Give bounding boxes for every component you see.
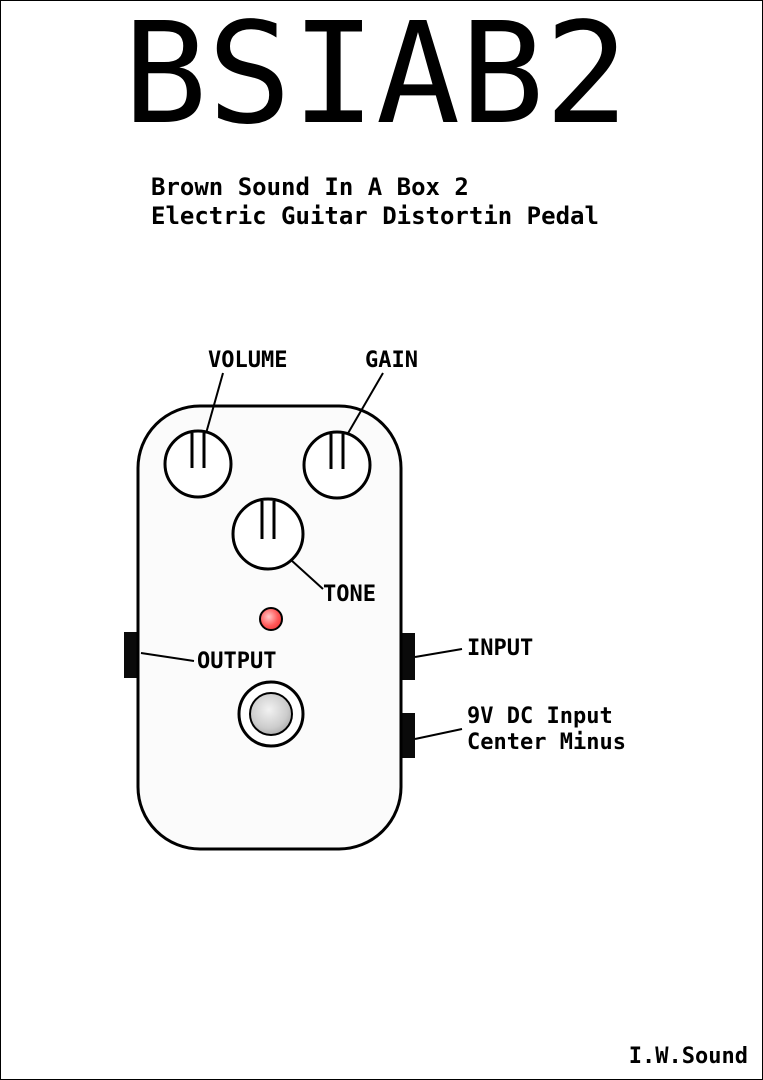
tone-knob [231, 497, 305, 571]
output-label: OUTPUT [197, 649, 276, 674]
subtitle-line-2: Electric Guitar Distortin Pedal [151, 202, 599, 230]
dc-label-line-1: 9V DC Input [467, 704, 613, 729]
output-leader-line [140, 652, 195, 662]
pedal-subtitle: Brown Sound In A Box 2 Electric Guitar D… [151, 173, 599, 231]
led-indicator [259, 607, 283, 631]
credit-text: I.W.Sound [628, 1044, 748, 1069]
pedal-title: BSIAB2 [123, 0, 629, 156]
pedal-diagram: VOLUME GAIN TONE OUTPUT INPUT 9V DC Inpu… [124, 348, 626, 851]
volume-label: VOLUME [208, 348, 287, 373]
subtitle-line-1: Brown Sound In A Box 2 [151, 173, 469, 201]
dc-leader-line [414, 728, 463, 740]
input-label: INPUT [467, 636, 533, 661]
gain-label: GAIN [365, 348, 418, 373]
input-leader-line [414, 648, 463, 658]
tone-leader-line [290, 559, 324, 590]
dc-label-line-2: Center Minus [467, 730, 626, 755]
volume-leader-line [204, 372, 224, 438]
footswitch [237, 680, 305, 748]
gain-knob [302, 430, 372, 500]
gain-leader-line [346, 372, 384, 436]
volume-knob [163, 429, 233, 499]
tone-label: TONE [323, 582, 376, 607]
